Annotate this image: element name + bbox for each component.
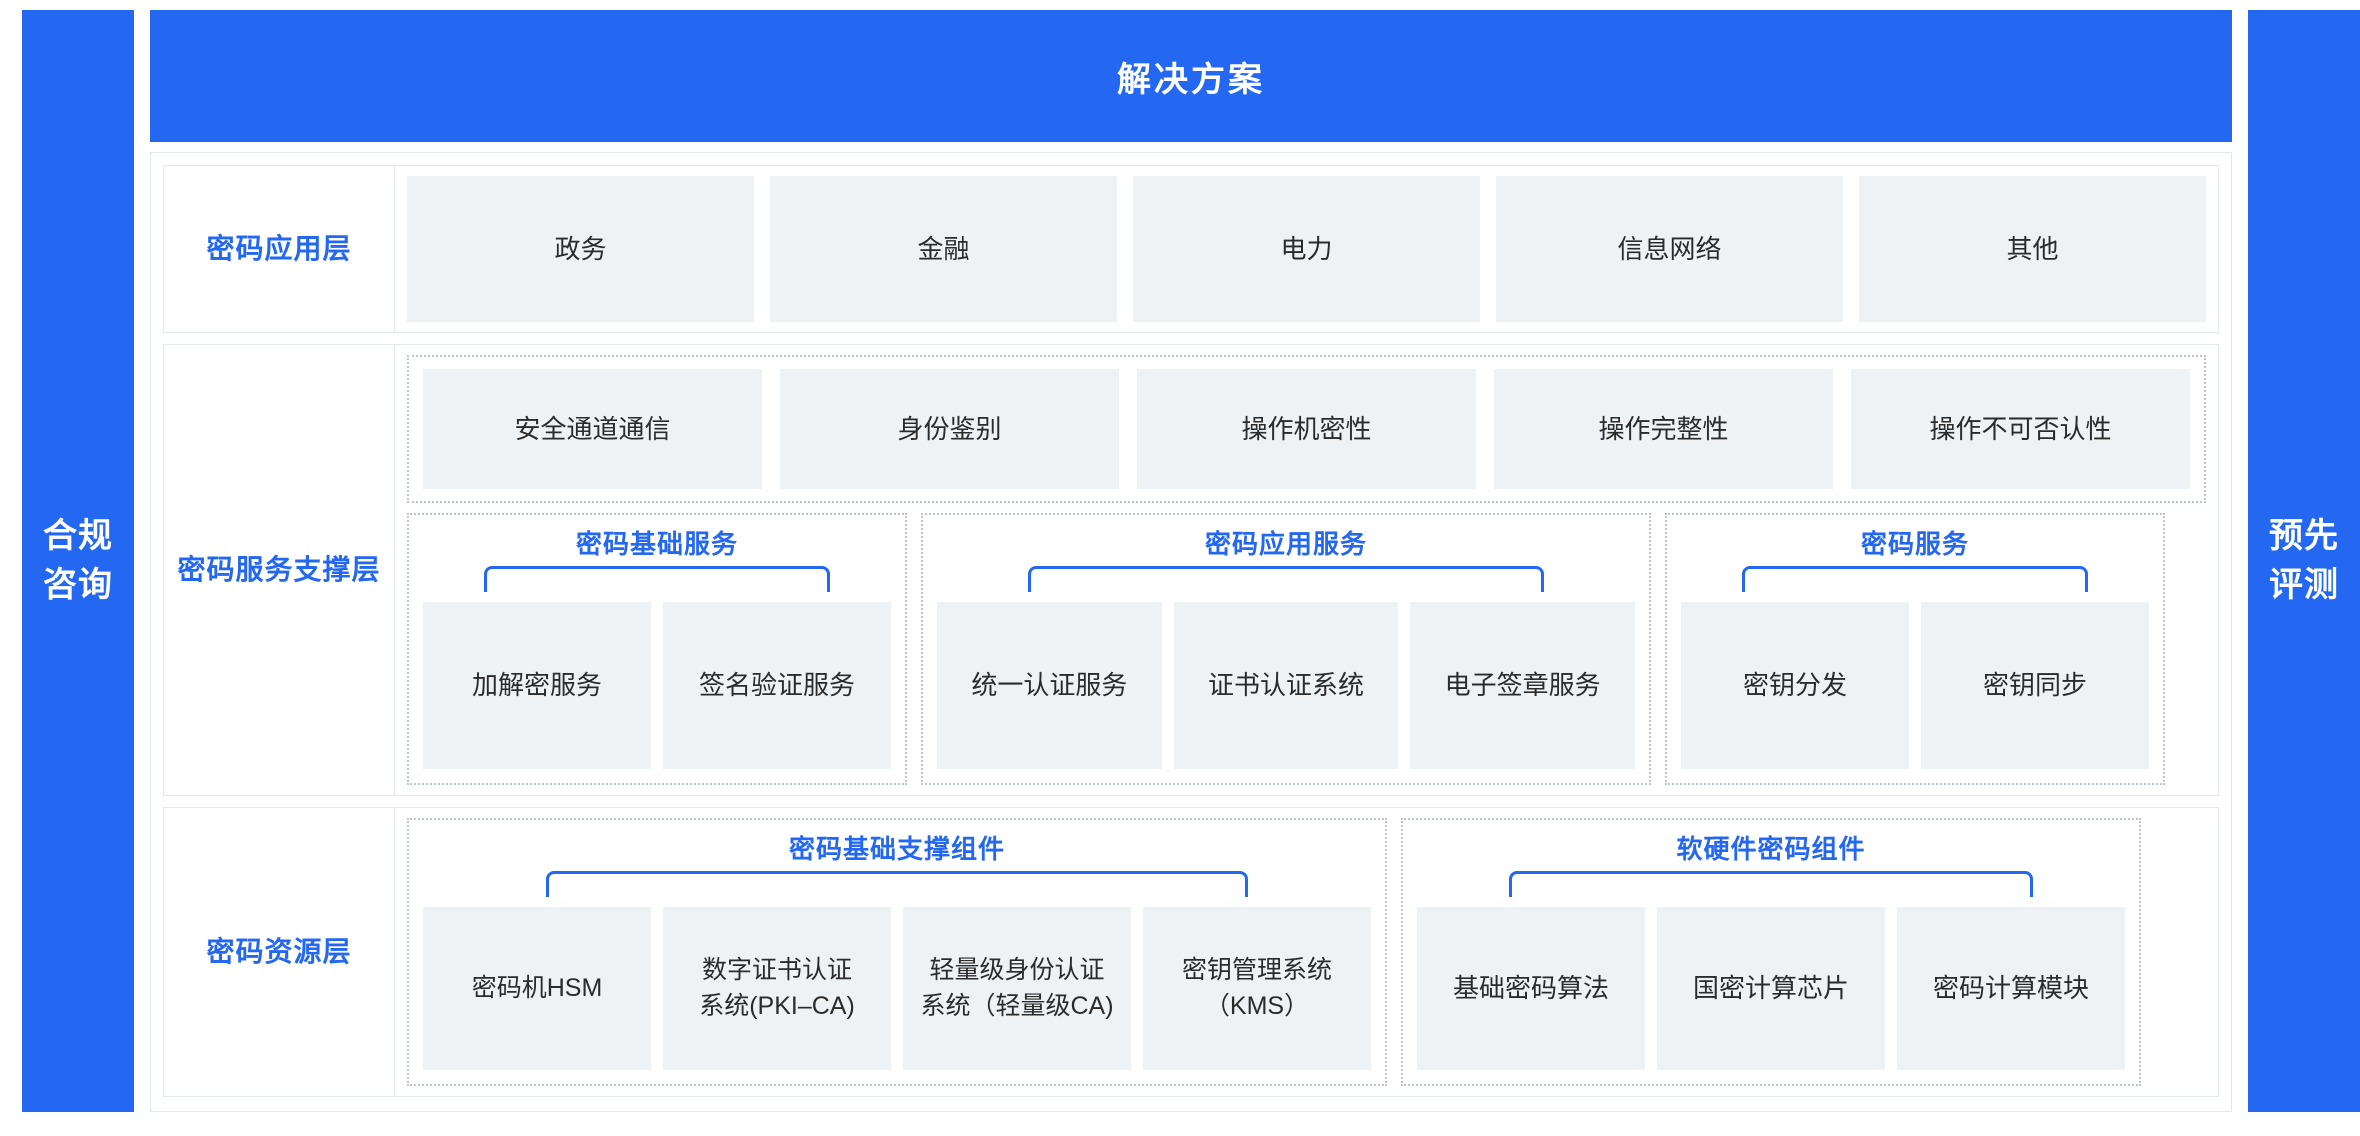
capability-tile-secure-channel[interactable]: 安全通道通信 <box>423 369 762 489</box>
group-crypto-service: 密码服务 密钥分发 密钥同步 <box>1665 513 2165 785</box>
capability-tile-confidentiality[interactable]: 操作机密性 <box>1137 369 1476 489</box>
group-crypto-application-service-tiles: 统一认证服务 证书认证系统 电子签章服务 <box>937 602 1636 769</box>
group-crypto-service-tiles: 密钥分发 密钥同步 <box>1681 602 2149 769</box>
pillar-left-line-1: 合规 <box>43 516 113 555</box>
service-tile-electronic-seal[interactable]: 电子签章服务 <box>1410 602 1636 769</box>
pillar-right-line-2: 评测 <box>2269 566 2339 604</box>
app-tile-other[interactable]: 其他 <box>1859 176 2206 322</box>
capability-tile-integrity[interactable]: 操作完整性 <box>1494 369 1833 489</box>
resource-tile-sm-chip[interactable]: 国密计算芯片 <box>1657 907 1885 1070</box>
capability-tile-identity-auth[interactable]: 身份鉴别 <box>780 369 1119 489</box>
service-tile-key-sync[interactable]: 密钥同步 <box>1921 602 2149 769</box>
resource-tile-crypto-module[interactable]: 密码计算模块 <box>1897 907 2125 1070</box>
layers-frame: 密码应用层 政务 金融 电力 信息网络 其他 密码服务支撑层 <box>150 152 2232 1112</box>
app-tile-finance[interactable]: 金融 <box>770 176 1117 322</box>
app-tile-information-network[interactable]: 信息网络 <box>1496 176 1843 322</box>
solution-banner: 解决方案 <box>150 10 2232 142</box>
group-crypto-base-components: 密码基础支撑组件 密码机HSM 数字证书认证系统(PKI–CA) 轻量级身份认证… <box>407 818 1387 1086</box>
group-basic-crypto-service-tiles: 加解密服务 签名验证服务 <box>423 602 891 769</box>
group-soft-hard-crypto-components: 软硬件密码组件 基础密码算法 国密计算芯片 密码计算模块 <box>1401 818 2141 1086</box>
layer-resource-body: 密码基础支撑组件 密码机HSM 数字证书认证系统(PKI–CA) 轻量级身份认证… <box>395 808 2218 1096</box>
group-basic-crypto-service: 密码基础服务 加解密服务 签名验证服务 <box>407 513 907 785</box>
group-crypto-base-components-tiles: 密码机HSM 数字证书认证系统(PKI–CA) 轻量级身份认证系统（轻量级CA)… <box>423 907 1371 1070</box>
group-soft-hard-crypto-components-tiles: 基础密码算法 国密计算芯片 密码计算模块 <box>1417 907 2125 1070</box>
bracket-icon <box>1741 566 2089 593</box>
bracket-icon <box>1509 871 2033 898</box>
layer-service-support: 密码服务支撑层 安全通道通信 身份鉴别 操作机密性 操作完整性 操作不可否认性 <box>163 344 2219 796</box>
capability-tile-non-repudiation[interactable]: 操作不可否认性 <box>1851 369 2190 489</box>
service-tile-key-distribution[interactable]: 密钥分发 <box>1681 602 1909 769</box>
pillar-pre-evaluation: 预先 评测 <box>2248 10 2360 1112</box>
bracket-icon <box>546 871 1248 898</box>
resource-tile-base-algorithms[interactable]: 基础密码算法 <box>1417 907 1645 1070</box>
service-tile-certificate-auth-system[interactable]: 证书认证系统 <box>1173 602 1399 769</box>
pillar-compliance-consulting: 合规 咨询 <box>22 10 134 1112</box>
resource-tile-pki-ca[interactable]: 数字证书认证系统(PKI–CA) <box>663 907 891 1070</box>
group-crypto-application-service-title: 密码应用服务 <box>1204 529 1367 559</box>
application-tile-row: 政务 金融 电力 信息网络 其他 <box>407 176 2206 322</box>
resource-tile-lightweight-ca[interactable]: 轻量级身份认证系统（轻量级CA) <box>903 907 1131 1070</box>
layer-service-support-label: 密码服务支撑层 <box>164 345 395 795</box>
group-crypto-service-title: 密码服务 <box>1860 529 1969 559</box>
group-crypto-base-components-title: 密码基础支撑组件 <box>788 834 1005 864</box>
group-basic-crypto-service-title: 密码基础服务 <box>575 529 738 559</box>
center-column: 解决方案 密码应用层 政务 金融 电力 信息网络 其他 密码服务支撑层 <box>150 10 2232 1112</box>
app-tile-government[interactable]: 政务 <box>407 176 754 322</box>
layer-application: 密码应用层 政务 金融 电力 信息网络 其他 <box>163 165 2219 333</box>
capability-band: 安全通道通信 身份鉴别 操作机密性 操作完整性 操作不可否认性 <box>407 355 2206 503</box>
service-group-row: 密码基础服务 加解密服务 签名验证服务 密码应用服务 统一认证服务 <box>407 513 2206 785</box>
resource-group-row: 密码基础支撑组件 密码机HSM 数字证书认证系统(PKI–CA) 轻量级身份认证… <box>407 818 2206 1086</box>
layer-resource: 密码资源层 密码基础支撑组件 密码机HSM 数字证书认证系统(PKI–CA) 轻… <box>163 807 2219 1097</box>
resource-tile-hsm[interactable]: 密码机HSM <box>423 907 651 1070</box>
layer-application-body: 政务 金融 电力 信息网络 其他 <box>395 166 2218 332</box>
app-tile-power[interactable]: 电力 <box>1133 176 1480 322</box>
pillar-left-line-2: 咨询 <box>43 566 113 604</box>
service-tile-encrypt-decrypt[interactable]: 加解密服务 <box>423 602 651 769</box>
layer-resource-label: 密码资源层 <box>164 808 395 1096</box>
service-tile-unified-auth[interactable]: 统一认证服务 <box>937 602 1162 769</box>
capability-tile-row: 安全通道通信 身份鉴别 操作机密性 操作完整性 操作不可否认性 <box>423 369 2190 489</box>
pillar-right-line-1: 预先 <box>2269 516 2339 555</box>
bracket-icon <box>483 566 831 593</box>
bracket-icon <box>1027 566 1545 593</box>
pillar-left-text: 合规 咨询 <box>43 512 113 611</box>
group-crypto-application-service: 密码应用服务 统一认证服务 证书认证系统 电子签章服务 <box>921 513 1651 785</box>
group-soft-hard-crypto-components-title: 软硬件密码组件 <box>1676 834 1866 864</box>
layer-application-label: 密码应用层 <box>164 166 395 332</box>
service-tile-signature-verify[interactable]: 签名验证服务 <box>663 602 891 769</box>
resource-tile-kms[interactable]: 密钥管理系统（KMS） <box>1143 907 1371 1070</box>
pillar-right-text: 预先 评测 <box>2269 512 2339 611</box>
layer-service-support-body: 安全通道通信 身份鉴别 操作机密性 操作完整性 操作不可否认性 密码基础服务 <box>395 345 2218 795</box>
